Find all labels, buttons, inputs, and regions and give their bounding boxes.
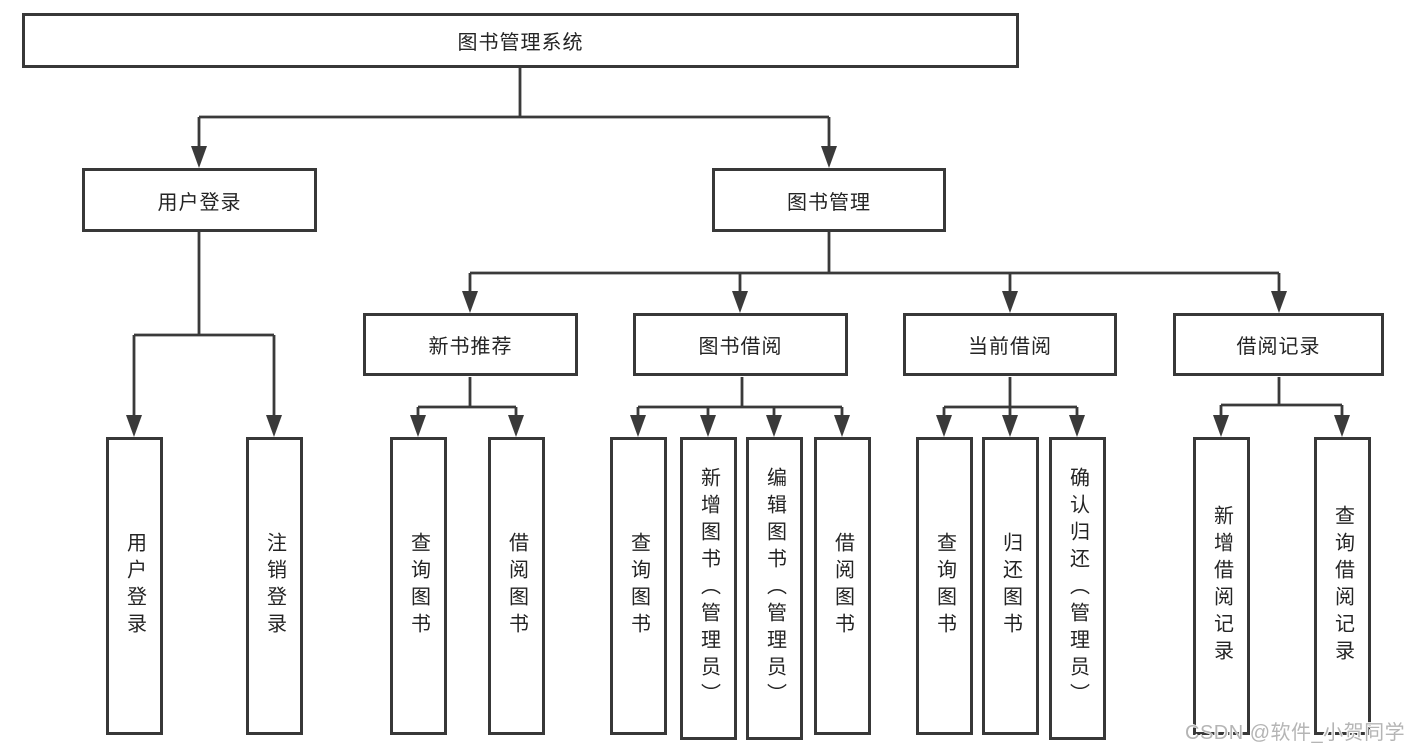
leaf-logout: 注销登录 bbox=[246, 437, 303, 735]
leaf-edit-book-admin: 编辑图书（管理员） bbox=[746, 437, 803, 740]
connector-root-to-level2 bbox=[197, 66, 831, 154]
leaf-label: 新增图书（管理员） bbox=[697, 467, 720, 710]
leaf-label: 借阅图书 bbox=[505, 532, 528, 640]
node-borrow-records: 借阅记录 bbox=[1173, 313, 1384, 376]
leaf-label: 查询图书 bbox=[933, 532, 956, 640]
leaf-label: 借阅图书 bbox=[831, 532, 854, 640]
connector-bookmgmt-to-level3 bbox=[468, 232, 1281, 300]
leaf-confirm-return-admin: 确认归还（管理员） bbox=[1049, 437, 1106, 740]
leaf-query-books-recommend: 查询图书 bbox=[390, 437, 447, 735]
leaf-add-borrow-record: 新增借阅记录 bbox=[1193, 437, 1250, 735]
connector-records-to-leaves bbox=[1219, 377, 1344, 424]
leaf-label: 查询图书 bbox=[407, 532, 430, 640]
leaf-label: 编辑图书（管理员） bbox=[763, 467, 786, 710]
leaf-borrow-books: 借阅图书 bbox=[814, 437, 871, 735]
leaf-label: 查询借阅记录 bbox=[1331, 505, 1354, 667]
leaf-return-book: 归还图书 bbox=[982, 437, 1039, 735]
leaf-borrow-books-recommend: 借阅图书 bbox=[488, 437, 545, 735]
leaf-add-book-admin: 新增图书（管理员） bbox=[680, 437, 737, 740]
leaf-label: 新增借阅记录 bbox=[1210, 505, 1233, 667]
leaf-label: 归还图书 bbox=[999, 532, 1022, 640]
connector-newbook-to-leaves bbox=[416, 377, 518, 424]
connector-userlogin-to-leaves bbox=[132, 232, 276, 424]
leaf-label: 确认归还（管理员） bbox=[1066, 467, 1089, 710]
leaf-label: 查询图书 bbox=[627, 532, 650, 640]
node-current-borrow: 当前借阅 bbox=[903, 313, 1117, 376]
node-root: 图书管理系统 bbox=[22, 13, 1019, 68]
leaf-query-books-borrow: 查询图书 bbox=[610, 437, 667, 735]
node-book-borrow: 图书借阅 bbox=[633, 313, 848, 376]
arrowheads bbox=[126, 146, 1350, 437]
node-user-login: 用户登录 bbox=[82, 168, 317, 232]
leaf-label: 注销登录 bbox=[263, 532, 286, 640]
node-new-book-recommend: 新书推荐 bbox=[363, 313, 578, 376]
leaf-user-login: 用户登录 bbox=[106, 437, 163, 735]
leaf-query-borrow-record: 查询借阅记录 bbox=[1314, 437, 1371, 735]
node-book-management: 图书管理 bbox=[712, 168, 946, 232]
connector-borrow-to-leaves bbox=[636, 377, 844, 424]
watermark: CSDN @软件_小贺同学 bbox=[1185, 722, 1405, 744]
leaf-query-books-current: 查询图书 bbox=[916, 437, 973, 735]
leaf-label: 用户登录 bbox=[123, 532, 146, 640]
